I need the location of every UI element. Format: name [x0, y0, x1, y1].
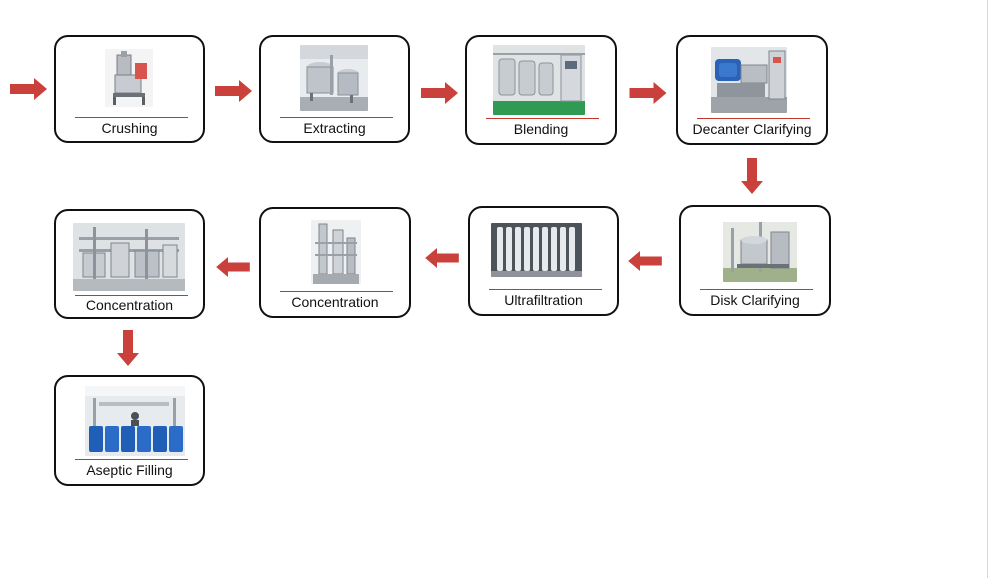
evaporator-tower-image	[311, 220, 361, 284]
process-step-aseptic-filling: Aseptic Filling	[54, 375, 205, 486]
aseptic-filling-drums-image	[85, 386, 185, 456]
step-label: Concentration	[291, 294, 379, 310]
label-divider	[697, 118, 810, 119]
label-divider	[700, 289, 813, 290]
blending-tanks-image	[493, 45, 585, 115]
label-divider	[75, 459, 188, 460]
process-step-concentration-plant: Concentration	[54, 209, 205, 319]
arrow-right-icon	[10, 78, 47, 100]
process-step-crushing: Crushing	[54, 35, 205, 143]
step-label: Ultrafiltration	[504, 292, 583, 308]
extraction-tanks-image	[300, 45, 368, 111]
step-label: Extracting	[303, 120, 366, 136]
process-step-decanter-clarifying: Decanter Clarifying	[676, 35, 828, 145]
arrow-right-icon	[629, 82, 667, 104]
label-divider	[280, 117, 393, 118]
arrow-right-icon	[421, 82, 458, 104]
arrow-right-icon	[215, 80, 252, 102]
step-label: Concentration	[85, 297, 174, 313]
arrow-left-icon	[424, 248, 460, 268]
step-label: Blending	[513, 121, 569, 137]
concentration-plant-image	[73, 223, 185, 291]
arrow-down-icon	[117, 330, 139, 366]
ultrafiltration-membranes-image	[491, 223, 582, 277]
label-divider	[280, 291, 393, 292]
crusher-machine-image	[105, 49, 153, 107]
step-label: Aseptic Filling	[86, 462, 173, 478]
step-label: Disk Clarifying	[710, 292, 800, 308]
process-step-ultrafiltration: Ultrafiltration	[468, 206, 619, 316]
arrow-left-icon	[627, 251, 663, 271]
label-divider	[486, 118, 599, 119]
label-divider	[75, 295, 188, 296]
label-divider	[75, 117, 188, 118]
page-edge-line	[987, 0, 988, 578]
arrow-down-icon	[741, 158, 763, 194]
step-label: Decanter Clarifying	[692, 121, 812, 137]
decanter-centrifuge-image	[711, 47, 787, 113]
process-step-concentration-evaporator: Concentration	[259, 207, 411, 318]
disk-separator-image	[723, 222, 797, 282]
process-step-blending: Blending	[465, 35, 617, 145]
process-step-extracting: Extracting	[259, 35, 410, 143]
process-step-disk-clarifying: Disk Clarifying	[679, 205, 831, 316]
label-divider	[489, 289, 602, 290]
arrow-left-icon	[215, 257, 251, 277]
step-label: Crushing	[101, 120, 158, 136]
